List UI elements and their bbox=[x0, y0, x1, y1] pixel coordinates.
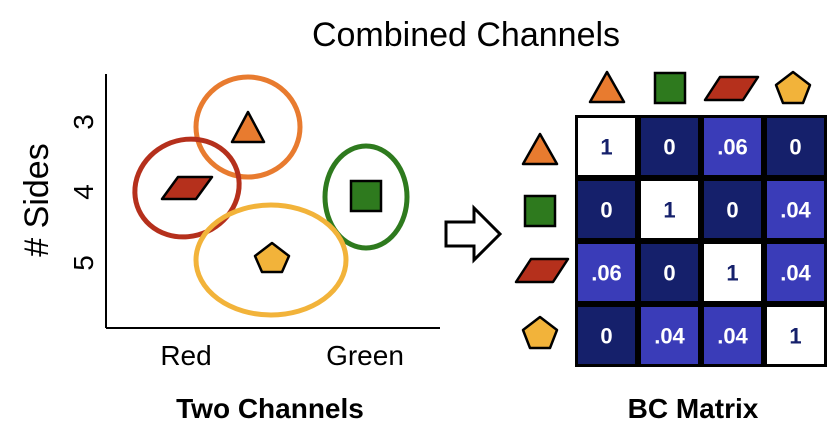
x-tick-red: Red bbox=[160, 340, 211, 371]
matrix-cell-2-0 bbox=[578, 244, 635, 301]
matrix-cell-value-3-2: .04 bbox=[717, 324, 748, 349]
triangle-cluster-outline bbox=[193, 74, 303, 180]
diagram-title: Combined Channels bbox=[312, 16, 620, 54]
col-header-triangle-icon bbox=[588, 70, 626, 104]
matrix-cell-0-1 bbox=[641, 118, 698, 175]
matrix-cell-0-2 bbox=[704, 118, 761, 175]
matrix-cell-value-1-0: 0 bbox=[600, 198, 612, 223]
col-header-pentagon-icon bbox=[774, 70, 812, 105]
row-header-triangle-icon bbox=[521, 132, 559, 166]
matrix-cell-value-2-2: 1 bbox=[726, 261, 738, 286]
bc-matrix-caption: BC Matrix bbox=[628, 393, 759, 424]
matrix-cell-value-3-0: 0 bbox=[600, 324, 612, 349]
triangle-icon bbox=[230, 110, 266, 144]
two-channels-caption: Two Channels bbox=[176, 393, 364, 424]
two-channels-panel: # Sides 3 4 5 Red Green Two Channels bbox=[18, 74, 440, 424]
matrix-cell-value-3-3: 1 bbox=[789, 324, 801, 349]
matrix-cell-3-2 bbox=[704, 307, 761, 364]
square-icon bbox=[349, 179, 383, 213]
pentagon-icon bbox=[253, 241, 291, 274]
matrix-cell-value-1-1: 1 bbox=[663, 198, 675, 223]
matrix-cell-2-3 bbox=[767, 244, 824, 301]
matrix-cell-value-0-1: 0 bbox=[663, 135, 675, 160]
arrow-right-icon bbox=[444, 204, 503, 264]
matrix-cell-0-3 bbox=[767, 118, 824, 175]
matrix-cell-0-0 bbox=[578, 118, 635, 175]
matrix-cell-value-0-0: 1 bbox=[600, 135, 612, 160]
bc-matrix-panel: 1 0 .06 0 0 1 0 .04 .06 0 1 .04 0 .04 .04 1 BC Matrix bbox=[514, 70, 827, 424]
matrix-cell-1-3 bbox=[767, 181, 824, 238]
x-tick-green: Green bbox=[326, 340, 404, 371]
row-header-square-icon bbox=[523, 194, 557, 228]
bc-matrix-grid: 1 0 .06 0 0 1 0 .04 .06 0 1 .04 0 .04 .04 1 bbox=[575, 115, 827, 367]
matrix-cell-3-0 bbox=[578, 307, 635, 364]
matrix-cell-value-3-1: .04 bbox=[654, 324, 685, 349]
y-tick-4: 4 bbox=[68, 184, 99, 200]
parallelogram-icon bbox=[160, 175, 214, 201]
matrix-cell-value-2-0: .06 bbox=[591, 261, 622, 286]
matrix-cell-2-2 bbox=[704, 244, 761, 301]
pentagon-cluster-outline bbox=[193, 202, 349, 318]
y-tick-5: 5 bbox=[68, 255, 99, 271]
matrix-cell-1-1 bbox=[641, 181, 698, 238]
matrix-cell-2-1 bbox=[641, 244, 698, 301]
matrix-cell-value-2-1: 0 bbox=[663, 261, 675, 286]
square-cluster-outline bbox=[322, 143, 410, 251]
col-header-parallelogram-icon bbox=[703, 75, 760, 102]
matrix-cell-value-1-3: .04 bbox=[780, 198, 811, 223]
col-header-square-icon bbox=[653, 71, 687, 105]
matrix-cell-3-1 bbox=[641, 307, 698, 364]
matrix-cell-value-0-2: .06 bbox=[717, 135, 748, 160]
row-header-parallelogram-icon bbox=[514, 257, 570, 284]
matrix-cell-1-2 bbox=[704, 181, 761, 238]
matrix-cell-1-0 bbox=[578, 181, 635, 238]
matrix-cell-value-1-2: 0 bbox=[726, 198, 738, 223]
y-axis-label: # Sides bbox=[18, 143, 56, 256]
row-header-pentagon-icon bbox=[521, 315, 559, 350]
matrix-cell-value-2-3: .04 bbox=[780, 261, 811, 286]
matrix-cell-value-0-3: 0 bbox=[789, 135, 801, 160]
y-tick-3: 3 bbox=[68, 114, 99, 130]
matrix-cell-3-3 bbox=[767, 307, 824, 364]
